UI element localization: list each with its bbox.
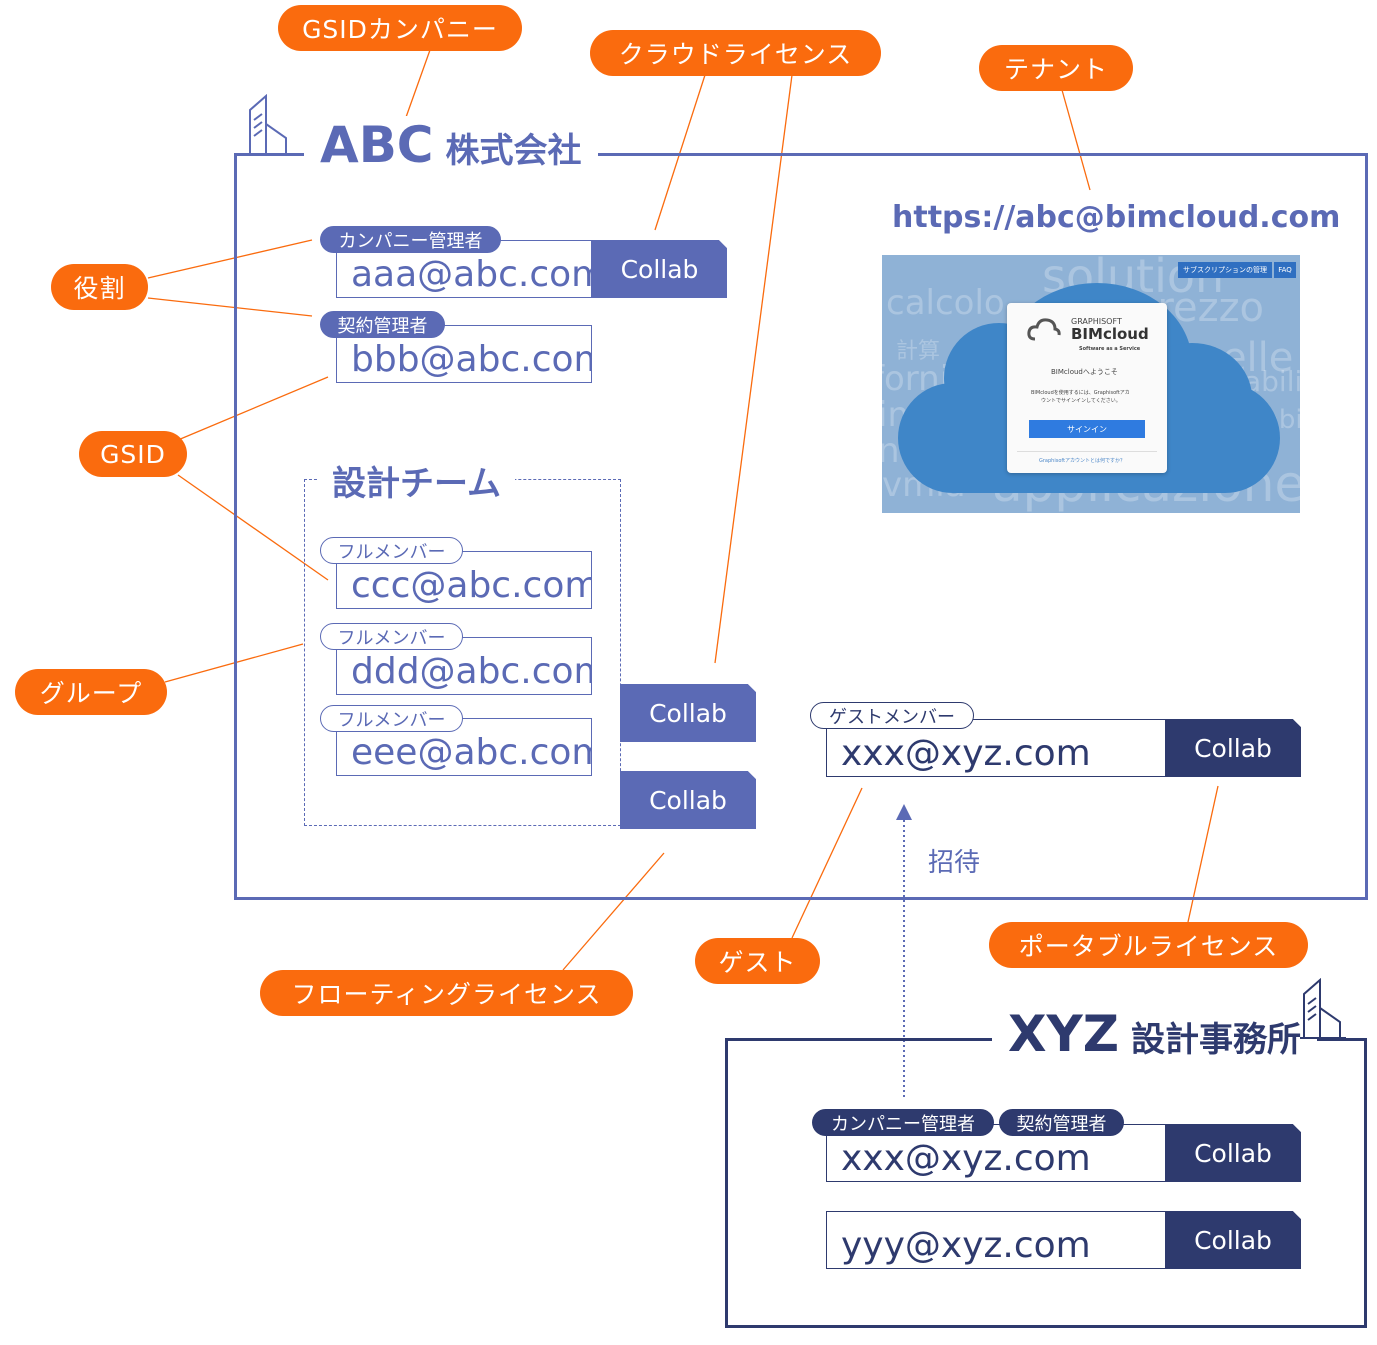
welcome-text: BIMcloudへようこそ [1051, 368, 1118, 376]
logo-product: BIMcloud [1071, 325, 1149, 343]
line-tenant [1061, 89, 1091, 191]
callout-gsid-company: GSIDカンパニー [278, 5, 522, 51]
abc-company-name: ABC [320, 116, 434, 174]
floating-license-1: Collab [620, 684, 756, 742]
instruction-line-2: ウントでサインインしてください。 [1041, 398, 1121, 404]
bg-word: calcolo [886, 283, 1005, 323]
account-link[interactable]: Graphisoftアカウントとは何ですか？ [1039, 458, 1126, 464]
role-full-member: フルメンバー [320, 623, 463, 650]
faq-button[interactable]: FAQ [1274, 262, 1296, 278]
bimcloud-logo-icon [1027, 317, 1061, 347]
xyz-company-frame [725, 1038, 1367, 1328]
bimcloud-login-screenshot: solution calcolo fornitura internet nuev… [882, 255, 1300, 513]
role-full-member: フルメンバー [320, 537, 463, 564]
line-gsid-2 [177, 474, 329, 581]
abc-company-frame [234, 153, 1368, 900]
logo-tagline: Software as a Service [1079, 346, 1141, 352]
callout-gsid: GSID [79, 431, 187, 477]
line-gsid-company [404, 49, 431, 121]
role-guest-member: ゲストメンバー [810, 702, 974, 729]
xyz-company-title: XYZ 設計事務所 [992, 1005, 1318, 1063]
callout-role: 役割 [51, 264, 148, 310]
building-icon [1300, 977, 1348, 1044]
callout-cloud-license: クラウドライセンス [590, 30, 881, 76]
subscription-button[interactable]: サブスクリプションの管理 [1178, 262, 1272, 278]
portable-license-yyy: Collab [1165, 1211, 1301, 1269]
bg-word: 計算 [896, 339, 941, 364]
divider [1017, 451, 1157, 452]
xyz-company-suffix: 設計事務所 [1131, 1020, 1302, 1060]
logo-vendor: GRAPHISOFT [1071, 317, 1122, 326]
instruction-line-1: BIMcloudを使用するには、Graphisoftアカ [1031, 390, 1130, 396]
signin-button[interactable]: サインイン [1029, 420, 1145, 438]
line-gsid-1 [177, 376, 329, 441]
line-guest [791, 787, 863, 939]
role-contract-admin: 契約管理者 [320, 311, 445, 338]
line-role-1 [147, 239, 313, 279]
tenant-url[interactable]: https://abc@bimcloud.com [892, 200, 1341, 235]
invite-arrowhead [896, 804, 912, 820]
group-title: 設計チーム [318, 456, 515, 505]
user-email-ccc: ccc@abc.com [336, 551, 592, 609]
role-full-member: フルメンバー [320, 705, 463, 732]
line-cloud-license-1 [654, 74, 706, 231]
role-contract-admin: 契約管理者 [999, 1109, 1124, 1136]
user-email-yyy: yyy@xyz.com [826, 1211, 1166, 1269]
line-role-2 [147, 297, 313, 317]
portable-license-xxx: Collab [1165, 1124, 1301, 1182]
callout-portable-license: ポータブルライセンス [989, 922, 1308, 968]
abc-company-suffix: 株式会社 [445, 131, 582, 171]
line-cloud-license-2 [714, 74, 793, 664]
callout-tenant: テナント [979, 45, 1133, 91]
role-company-admin: カンパニー管理者 [320, 226, 501, 253]
line-floating [562, 852, 665, 971]
floating-license-2: Collab [620, 771, 756, 829]
abc-company-title: ABC 株式会社 [304, 116, 598, 174]
building-icon [246, 93, 294, 160]
callout-floating-license: フローティングライセンス [260, 970, 633, 1016]
login-card: GRAPHISOFT BIMcloud Software as a Servic… [1007, 303, 1167, 473]
xyz-company-name: XYZ [1008, 1005, 1120, 1063]
cloud-license-aaa: Collab [592, 240, 727, 298]
role-company-admin: カンパニー管理者 [812, 1109, 994, 1136]
portable-license-guest: Collab [1165, 719, 1301, 777]
callout-guest: ゲスト [695, 938, 820, 984]
invite-label: 招待 [928, 848, 981, 878]
callout-group: グループ [15, 669, 167, 715]
